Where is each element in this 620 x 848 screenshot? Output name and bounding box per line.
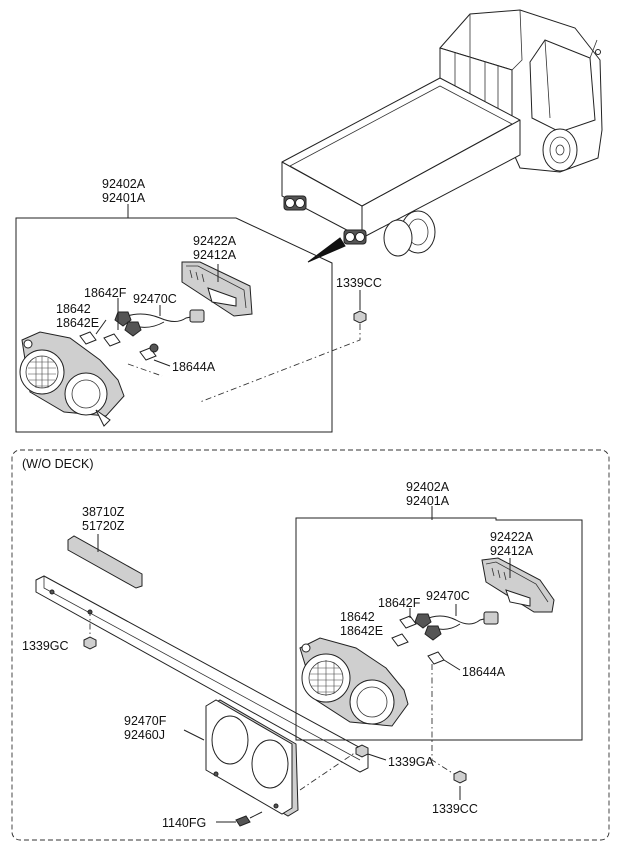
lower-socket (399, 615, 417, 629)
upper-nut (353, 310, 367, 324)
lower-bulb-code-2: 18642E (340, 624, 383, 638)
lower-bracket-code-2: 92460J (124, 728, 165, 742)
lower-plate-code-1: 38710Z (82, 505, 125, 519)
truck-illustration (281, 9, 603, 263)
upper-bulb-code-2: 18642E (56, 316, 99, 330)
lower-bracket-code-1: 92470F (124, 714, 167, 728)
upper-assembly-code-1: 92402A (102, 177, 146, 191)
lower-bulb-code-1: 18642 (340, 610, 375, 624)
upper-lamp-housing (181, 261, 253, 317)
lower-screw-ga-code: 1339GA (388, 755, 435, 769)
lower-plate (67, 535, 143, 589)
upper-housing-code-1: 92422A (193, 234, 237, 248)
lower-lamp-housing (481, 557, 555, 613)
lower-screw-gc (83, 636, 97, 650)
section-title: (W/O DECK) (22, 457, 94, 471)
upper-wire-harness (114, 309, 205, 337)
lower-housing-code-2: 92412A (490, 544, 534, 558)
upper-bulb-code-1: 18642 (56, 302, 91, 316)
lower-assembly-code-2: 92401A (406, 494, 450, 508)
lower-socket-code: 18642F (378, 596, 421, 610)
upper-nut-code: 1339CC (336, 276, 382, 290)
lower-bolt (235, 815, 251, 827)
lower-nut (453, 770, 467, 784)
upper-bulb-18642 (79, 331, 97, 345)
upper-lamp-group: 92402A 92401A 92422A 92412A 18642F 92470… (15, 177, 382, 433)
lower-bolt-code: 1140FG (162, 816, 206, 830)
lower-assembly-code-1: 92402A (406, 480, 450, 494)
upper-socket-code: 18642F (84, 286, 127, 300)
lower-nut-code: 1339CC (432, 802, 478, 816)
upper-assembly-code-2: 92401A (102, 191, 146, 205)
lower-bulb-18642 (391, 633, 409, 647)
wo-deck-section: (W/O DECK) (11, 449, 610, 841)
upper-housing-code-2: 92412A (193, 248, 237, 262)
lower-lamp-bracket (205, 699, 299, 817)
lower-side-bulb (427, 651, 445, 665)
lower-housing-code-1: 92422A (490, 530, 534, 544)
lower-screw-ga (355, 744, 369, 758)
lower-wire-harness (414, 611, 499, 641)
lower-harness-code: 92470C (426, 589, 470, 603)
lower-lamp-body (299, 637, 409, 727)
upper-bulb-18642e (103, 333, 121, 347)
lower-side-bulb-code: 18644A (462, 665, 506, 679)
upper-lamp-body (19, 331, 125, 427)
upper-harness-code: 92470C (133, 292, 177, 306)
upper-side-bulb-code: 18644A (172, 360, 216, 374)
lower-plate-code-2: 51720Z (82, 519, 125, 533)
lower-screw-gc-code: 1339GC (22, 639, 69, 653)
